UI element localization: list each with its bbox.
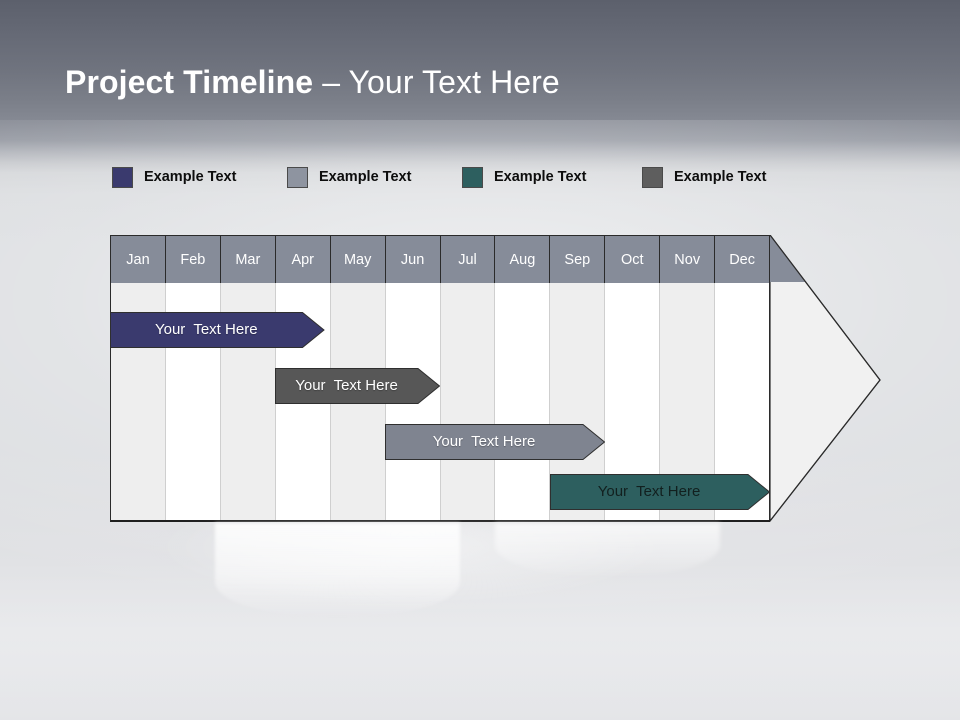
task-bar-label: Your Text Here bbox=[597, 483, 701, 500]
legend-item[interactable]: Example Text bbox=[642, 167, 766, 195]
month-header-cell[interactable]: Mar bbox=[220, 236, 276, 283]
page-title-regular: – Your Text Here bbox=[313, 64, 560, 100]
month-header-cell[interactable]: Aug bbox=[495, 236, 551, 283]
timeline-arrowhead bbox=[770, 235, 882, 522]
legend-color-swatch bbox=[642, 167, 663, 188]
legend: Example Text Example Text Example Text Exam… bbox=[112, 167, 832, 197]
month-header-cell[interactable]: Dec bbox=[715, 236, 771, 283]
task-bar-label: Your Text Here bbox=[432, 433, 536, 450]
task-bar-shape bbox=[385, 424, 605, 460]
timeline-task-bar[interactable]: Your Text Here bbox=[110, 312, 325, 348]
task-bar-shape bbox=[110, 312, 325, 348]
timeline-task-bar[interactable]: Your Text Here bbox=[385, 424, 605, 460]
timeline-grid-column bbox=[495, 283, 551, 520]
task-bar-shape bbox=[275, 368, 440, 404]
legend-color-swatch bbox=[287, 167, 308, 188]
legend-label: Example Text bbox=[674, 169, 767, 185]
legend-label: Example Text bbox=[144, 169, 237, 185]
timeline-task-bar[interactable]: Your Text Here bbox=[550, 474, 770, 510]
page-title: Project Timeline – Your Text Here bbox=[65, 60, 560, 104]
legend-label: Example Text bbox=[319, 169, 412, 185]
month-header-cell[interactable]: Jul bbox=[440, 236, 496, 283]
task-bar-label: Your Text Here bbox=[154, 321, 258, 338]
month-header-cell[interactable]: Oct bbox=[605, 236, 661, 283]
month-header-cell[interactable]: Feb bbox=[165, 236, 221, 283]
month-header-cell[interactable]: Jun bbox=[385, 236, 441, 283]
month-header-cell[interactable]: May bbox=[330, 236, 386, 283]
legend-item[interactable]: Example Text bbox=[462, 167, 586, 195]
legend-item[interactable]: Example Text bbox=[112, 167, 236, 195]
month-header-cell[interactable]: Jan bbox=[110, 236, 166, 283]
legend-label: Example Text bbox=[494, 169, 587, 185]
page-title-bold: Project Timeline bbox=[65, 64, 314, 100]
legend-item[interactable]: Example Text bbox=[287, 167, 411, 195]
month-header-cell[interactable]: Apr bbox=[275, 236, 331, 283]
task-bar-shape bbox=[550, 474, 770, 510]
legend-color-swatch bbox=[462, 167, 483, 188]
task-bar-label: Your Text Here bbox=[295, 377, 398, 394]
timeline-task-bar[interactable]: Your Text Here bbox=[275, 368, 440, 404]
month-header-cell[interactable]: Nov bbox=[660, 236, 716, 283]
legend-color-swatch bbox=[112, 167, 133, 188]
timeline-grid-column bbox=[440, 283, 496, 520]
month-header-cell[interactable]: Sep bbox=[550, 236, 606, 283]
